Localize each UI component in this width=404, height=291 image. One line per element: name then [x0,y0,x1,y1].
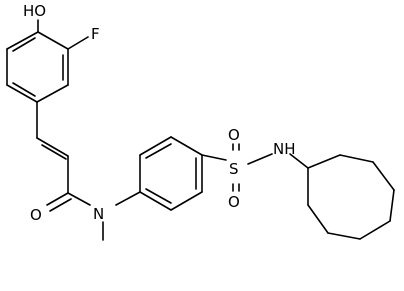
sulfonyl-oxygen-top-label: O [228,126,240,144]
n-aryl-bond [115,191,141,206]
phenol-ring [6,31,69,103]
hydroxyl-label: HO [23,2,46,20]
carbonyl-oxygen-label: O [30,206,42,224]
sulfonamide-nh-label: NH [273,140,296,158]
cycloheptane-ring [307,154,395,240]
benzene-ring [139,136,203,211]
nh-cycloheptyl-bond [289,153,309,169]
propenamide-chain [36,101,91,212]
fluorine-label: F [91,25,100,43]
sulfur-label: S [229,160,239,178]
amide-nitrogen-label: N [93,205,104,223]
fluorine-bond [67,36,89,50]
sulfonyl-group [201,143,273,192]
sulfonyl-oxygen-bottom-label: O [228,193,240,211]
